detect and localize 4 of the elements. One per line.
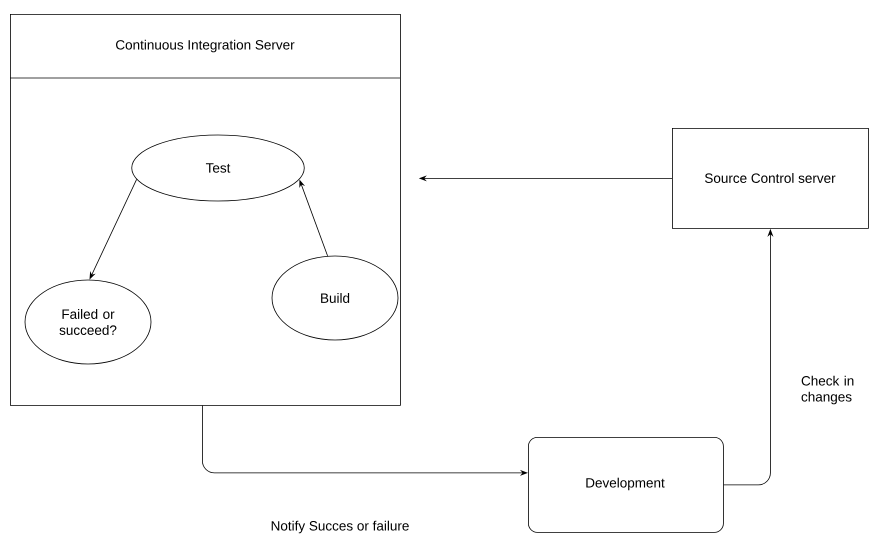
process-box: Source Control server xyxy=(672,128,869,229)
process-box: Development xyxy=(528,437,724,533)
edge-label: Notify Succes or failure xyxy=(272,520,409,534)
edge-label: Check in changes xyxy=(802,376,854,404)
